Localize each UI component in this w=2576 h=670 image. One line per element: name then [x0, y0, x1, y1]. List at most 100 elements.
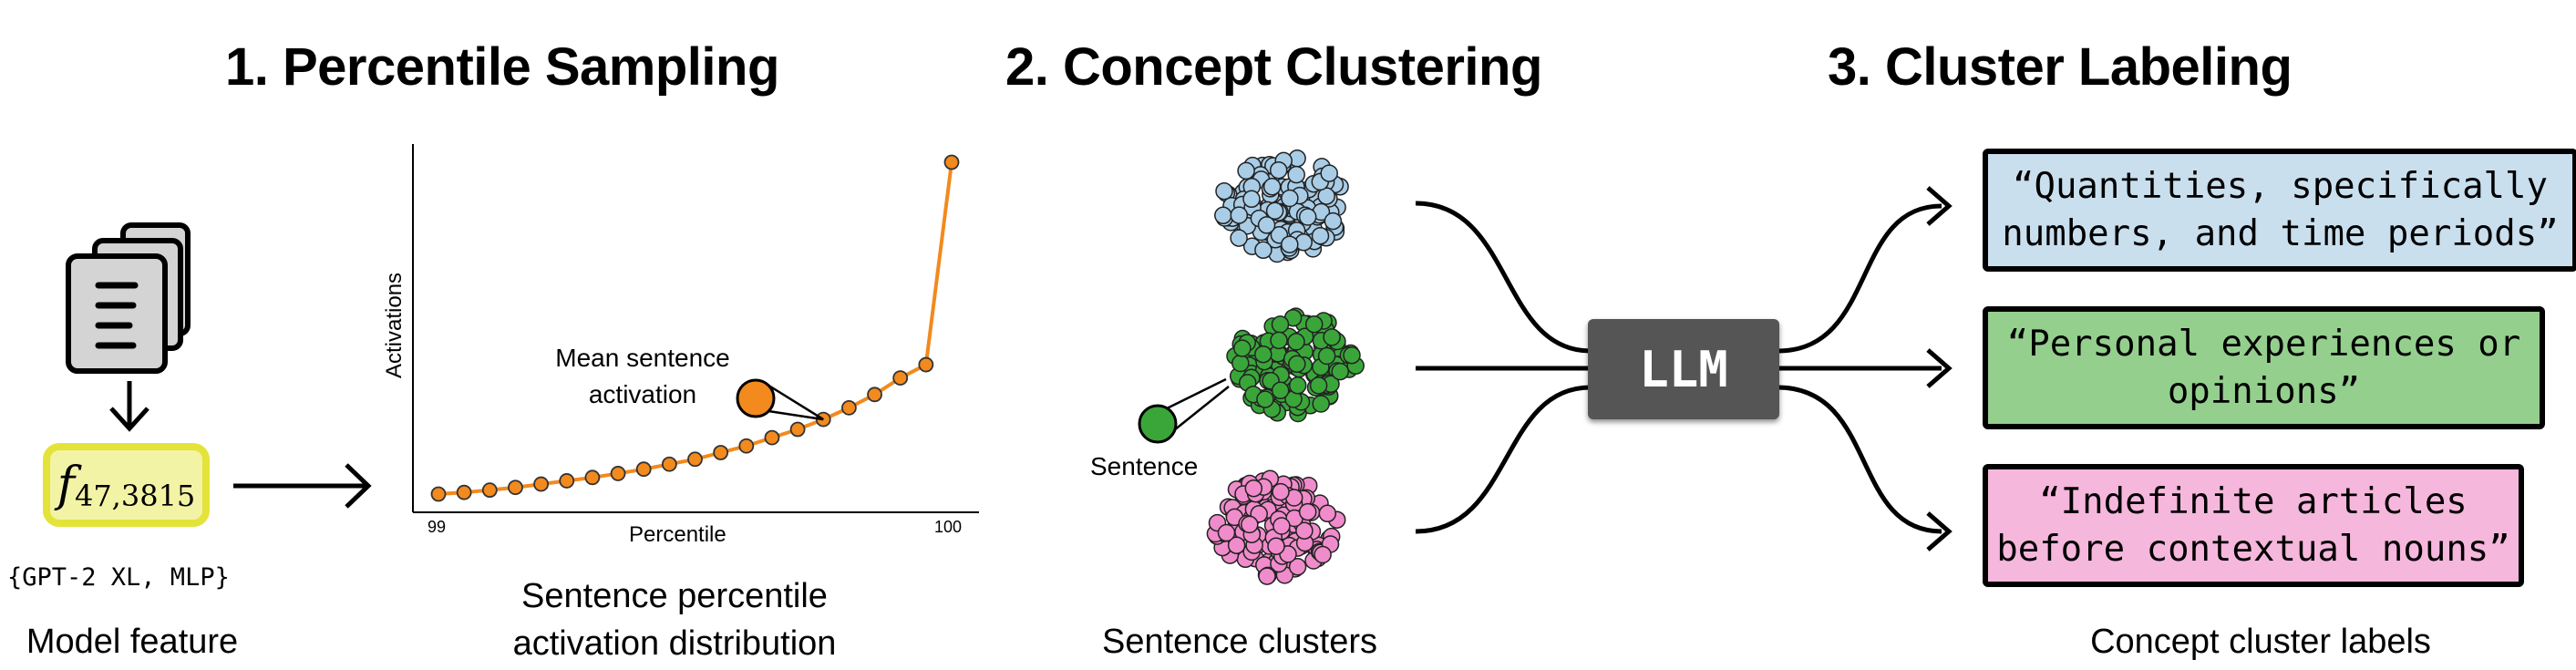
data-point [943, 154, 960, 170]
callout-line [762, 380, 824, 421]
sentence-dot [1269, 160, 1288, 180]
cluster-label-quantities: “Quantities, specifically numbers, and t… [1983, 149, 2576, 272]
data-point [867, 387, 882, 403]
data-point [430, 486, 447, 502]
sentence-dot [1270, 331, 1288, 350]
sentence-dot [1233, 339, 1252, 357]
cluster-label-personal: “Personal experiences or opinions” [1983, 306, 2545, 429]
feature-spec: {GPT-2 XL, MLP} [7, 563, 230, 592]
sentence-dot [1304, 314, 1324, 334]
chart-annotation: Mean sentence activation [529, 340, 757, 413]
sentence-dot [1257, 216, 1276, 234]
callout-line [768, 409, 824, 421]
data-point [789, 421, 806, 438]
section-title-concept-clustering: 2. Concept Clustering [1005, 37, 1542, 97]
sentence-point [1138, 404, 1178, 444]
sentence-dot [1258, 567, 1276, 585]
sentence-dot [1314, 545, 1332, 564]
sentence-dot [1271, 315, 1290, 334]
sentence-cluster [1214, 149, 1349, 263]
sentence-dot [1237, 161, 1255, 180]
sentence-dot [1273, 517, 1291, 535]
sentence-dot [1281, 235, 1299, 253]
feature-subscript: 47,3815 [74, 479, 196, 513]
sentence-dot [1331, 362, 1349, 381]
chart-caption-line-2: activation distribution [512, 624, 837, 663]
model-feature-caption: Model feature [26, 623, 239, 661]
sentence-dot [1320, 164, 1338, 182]
data-point [559, 473, 575, 489]
data-point [584, 469, 601, 486]
sentence-cluster [1206, 469, 1346, 585]
sentence-callout [1138, 377, 1230, 444]
sentence-dot [1318, 504, 1337, 523]
cluster-label-line: before contextual nouns” [1996, 528, 2510, 570]
data-point [533, 476, 549, 492]
sentence-dot [1295, 521, 1314, 540]
chart-xtick-100: 100 [934, 518, 963, 536]
sentence-dot [1256, 390, 1274, 408]
sentence-cluster [1226, 307, 1365, 423]
sentence-dot [1214, 206, 1232, 225]
cluster-label-line: “Indefinite articles [2039, 480, 2468, 522]
chart-xtick-99: 99 [428, 518, 447, 536]
chart-marks [430, 154, 960, 502]
sentence-dot [1230, 229, 1248, 247]
sentence-dot [1343, 345, 1361, 365]
sentence-dot [1317, 346, 1336, 366]
sentence-label: Sentence [1090, 452, 1199, 480]
chart-caption-line-1: Sentence percentile [521, 577, 828, 615]
sentence-dot [1271, 381, 1290, 400]
cluster-label-line: numbers, and time periods” [2002, 212, 2559, 254]
sentence-dot [1309, 376, 1328, 395]
down-arrow-icon [109, 381, 149, 432]
clusters-layer [1206, 149, 1365, 585]
data-point [764, 429, 780, 446]
data-point [687, 451, 703, 468]
sentence-dot [1298, 208, 1317, 226]
data-point [481, 482, 498, 499]
section-title-cluster-labeling: 3. Cluster Labeling [1828, 37, 2293, 97]
sentence-dot [1230, 206, 1249, 224]
sentence-dot [1298, 502, 1317, 521]
chart-xlabel: Percentile [629, 522, 726, 547]
section-title-percentile-sampling: 1. Percentile Sampling [225, 37, 779, 97]
data-point [610, 466, 626, 481]
data-point [456, 484, 472, 500]
sentence-dot [1254, 345, 1273, 364]
sentence-dot [1324, 211, 1343, 231]
sentence-dot [1267, 537, 1285, 555]
annotation-line-1: Mean sentence [555, 344, 730, 372]
sentence-dot [1231, 354, 1250, 373]
data-point [713, 445, 729, 460]
series-line [438, 161, 953, 496]
data-point [892, 370, 909, 387]
data-point [508, 479, 523, 496]
cluster-flow-lines [1415, 201, 1592, 534]
sentence-dot [1242, 190, 1261, 209]
sentence-dot [1217, 523, 1236, 542]
labels-caption: Concept cluster labels [2090, 623, 2431, 661]
sentence-dot [1288, 558, 1307, 576]
sentence-dot [1288, 355, 1306, 374]
sentence-dot [1288, 376, 1307, 395]
document-stack-icon [66, 222, 191, 374]
sentence-dot [1287, 333, 1305, 351]
data-point [738, 438, 755, 454]
data-point [918, 356, 934, 373]
sentence-dot [1323, 328, 1341, 346]
sentence-dot [1287, 165, 1305, 184]
sentence-dot [1241, 515, 1259, 534]
cluster-label-articles: “Indefinite articles before contextual n… [1983, 464, 2524, 587]
sentence-dot [1215, 181, 1233, 201]
sentence-dot [1311, 226, 1330, 245]
data-point [661, 456, 677, 472]
cluster-label-line: “Quantities, specifically [2012, 165, 2548, 207]
data-point [841, 399, 857, 416]
chart-axes [412, 144, 979, 513]
right-arrow-icon [233, 463, 372, 509]
llm-label: LLM [1639, 340, 1728, 398]
cluster-label-line: “Personal experiences or [2006, 323, 2521, 365]
